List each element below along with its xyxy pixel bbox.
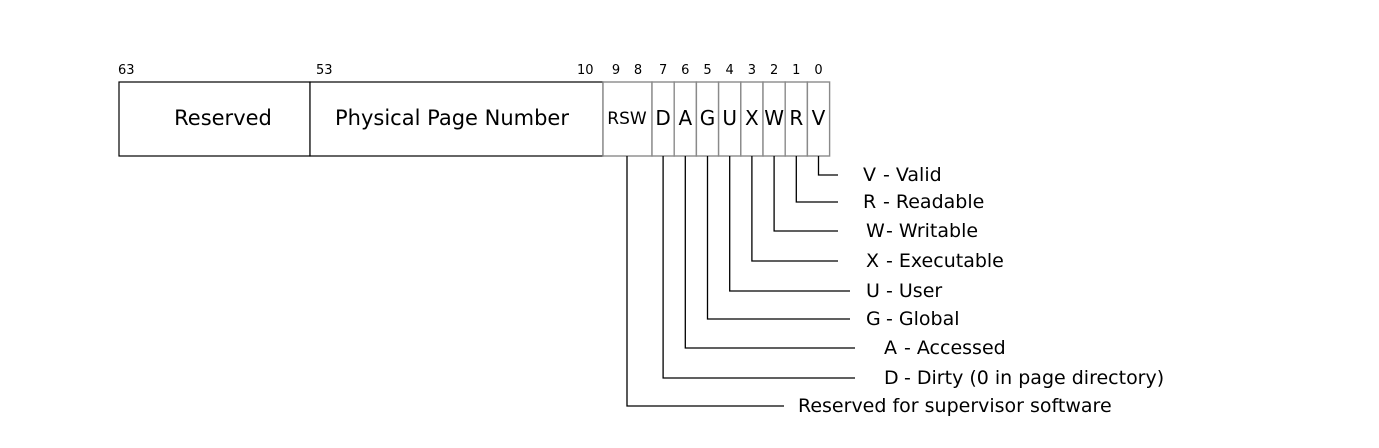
leader-lines (662, 156, 855, 379)
leader-line-g (706, 156, 850, 320)
legend-description: - Readable (883, 191, 984, 213)
flag-label-w: W (764, 106, 784, 130)
legend-item-v: V - Valid (863, 164, 942, 186)
legend-description: - Accessed (904, 337, 1006, 359)
bit-label-53: 53 (316, 63, 333, 78)
legend-letter: R (863, 191, 876, 213)
legend-description: - Dirty (0 in page directory) (904, 367, 1164, 389)
legend-letter: V (863, 164, 876, 186)
bit-label-7: 7 (659, 63, 667, 78)
legend-letter: D (884, 367, 899, 389)
flag-label-a: A (678, 106, 692, 130)
bit-label-5: 5 (703, 63, 711, 78)
leader-line-u (729, 156, 850, 292)
legend-letter: G (866, 308, 881, 330)
bit-label-10: 10 (577, 63, 594, 78)
reserved-field-label: Reserved (174, 106, 272, 130)
flag-label-g: G (700, 106, 716, 130)
legend-item-g: G- Global (866, 308, 960, 330)
flag-label-d: D (655, 106, 670, 130)
bit-label-63: 63 (118, 63, 135, 78)
bit-label-9: 9 (612, 63, 620, 78)
ppn-field-label: Physical Page Number (335, 106, 569, 130)
flag-label-u: U (722, 106, 737, 130)
legend-letter: W (866, 220, 885, 242)
leader-line-w (773, 156, 838, 232)
reserved-field (118, 81, 311, 157)
legend-letter: X (866, 250, 879, 272)
legend-letter: U (866, 280, 880, 302)
legend-item-x: X - Executable (866, 250, 1004, 272)
bit-label-0: 0 (814, 63, 822, 78)
legend-item-a: A - Accessed (884, 337, 1006, 359)
rsw-leader-line (626, 156, 784, 407)
flag-label-v: V (812, 106, 826, 130)
leader-line-v (817, 156, 838, 176)
leader-line-a (684, 156, 855, 349)
bit-label-3: 3 (748, 63, 756, 78)
legend-description: - Global (886, 308, 960, 330)
legend-description: - Executable (886, 250, 1004, 272)
legend-description: - User (886, 280, 942, 302)
leader-line-x (751, 156, 838, 262)
legend-item-w: W- Writable (866, 220, 978, 242)
bit-label-8: 8 (634, 63, 642, 78)
flag-label-x: X (745, 106, 759, 130)
flag-label-r: R (789, 106, 803, 130)
legend-item-d: D- Dirty (0 in page directory) (884, 367, 1164, 389)
ppn-field (309, 81, 604, 157)
bit-label-1: 1 (792, 63, 800, 78)
rsw-field-label: RSW (607, 109, 647, 129)
leader-line-d (662, 156, 855, 379)
legend-item-r: R - Readable (863, 191, 984, 213)
bit-label-4: 4 (726, 63, 734, 78)
legend-letter: A (884, 337, 897, 359)
legend-description: - Valid (883, 164, 942, 186)
bit-label-2: 2 (770, 63, 778, 78)
legend-description: - Writable (886, 220, 978, 242)
leader-line-r (795, 156, 838, 203)
rsw-note: Reserved for supervisor software (798, 395, 1112, 417)
bit-label-6: 6 (681, 63, 689, 78)
legend-item-u: U - User (866, 280, 942, 302)
